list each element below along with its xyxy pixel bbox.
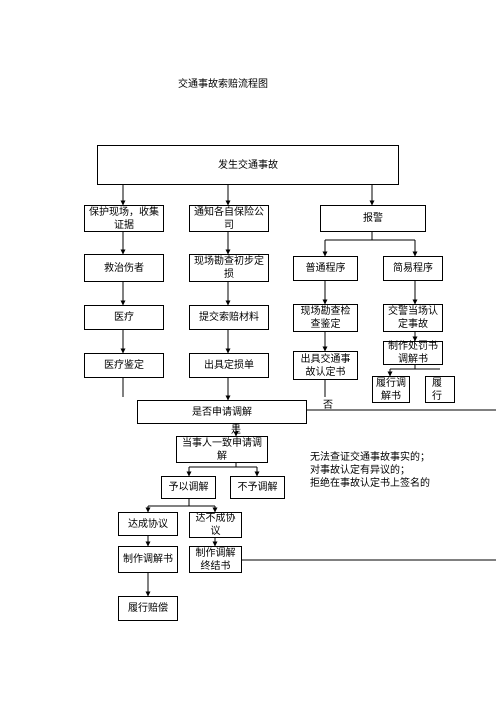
- node-no-agreement: 达不成协议: [189, 512, 242, 538]
- note-line-2: 对事故认定有异议的；: [310, 465, 410, 476]
- node-loss-report: 出具定损单: [189, 353, 269, 378]
- note-line-3: 拒绝在事故认定书上签名的: [310, 478, 430, 489]
- label-no: 否: [323, 400, 333, 411]
- node-not-perform: 不履行调: [425, 376, 455, 403]
- node-accident-report: 出具交通事故认定书: [293, 351, 358, 380]
- node-police-survey: 现场勘查检查鉴定: [293, 304, 358, 332]
- node-perform-mediation: 履行调解书: [372, 376, 410, 403]
- node-simple-procedure: 简易程序: [383, 256, 443, 281]
- node-refuse-mediation: 不予调解: [230, 476, 285, 499]
- node-agreement: 达成协议: [118, 512, 178, 536]
- node-accident: 发生交通事故: [97, 145, 399, 185]
- page-title: 交通事故索赔流程图: [178, 79, 268, 90]
- label-yes: 是: [231, 425, 241, 436]
- node-protect-scene: 保护现场，收集证据: [84, 205, 164, 232]
- node-make-mediation: 制作调解书: [118, 546, 178, 573]
- node-medical-appraisal: 医疗鉴定: [84, 353, 164, 378]
- node-notify-insurer: 通知各自保险公司: [189, 205, 269, 232]
- node-report-police: 报警: [320, 205, 426, 232]
- node-submit-claim: 提交索赔材料: [189, 305, 269, 330]
- note-line-1: 无法查证交通事故事实的；: [310, 452, 430, 463]
- node-penalty-mediation: 制作处罚书调解书: [383, 341, 443, 365]
- node-survey-loss: 现场勘查初步定损: [189, 254, 269, 282]
- node-police-onsite: 交警当场认定事故: [383, 304, 443, 332]
- node-end-mediation: 制作调解终结书: [189, 546, 242, 573]
- node-accept-mediation: 予以调解: [161, 476, 216, 499]
- node-parties-agree: 当事人一致申请调解: [176, 436, 268, 463]
- node-medical: 医疗: [84, 305, 164, 330]
- node-apply-mediation: 是否申请调解: [137, 400, 307, 424]
- node-normal-procedure: 普通程序: [293, 256, 358, 281]
- node-compensation: 履行赔偿: [118, 596, 178, 621]
- node-rescue: 救治伤者: [84, 254, 164, 282]
